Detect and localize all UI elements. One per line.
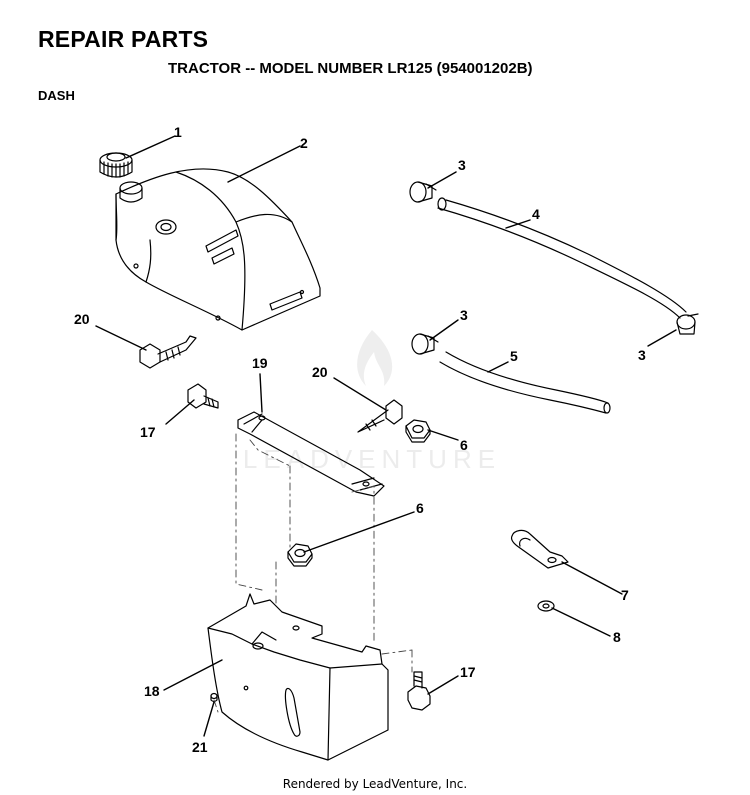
screw-icon xyxy=(139,335,197,369)
bolt-icon xyxy=(187,383,219,409)
hex-nut-icon xyxy=(287,543,313,567)
dash-panel-icon xyxy=(115,168,321,331)
bolt-icon xyxy=(407,671,431,711)
hose-clamp-icon xyxy=(676,313,699,335)
callout-3: 3 xyxy=(460,307,468,323)
callout-18: 18 xyxy=(144,683,160,699)
callout-17: 17 xyxy=(460,664,476,680)
callout-2: 2 xyxy=(300,135,308,151)
callout-8: 8 xyxy=(613,629,621,645)
fuel-cap-icon xyxy=(99,152,133,178)
fuel-hose-icon xyxy=(439,351,611,414)
callout-20: 20 xyxy=(74,311,90,327)
callout-20: 20 xyxy=(312,364,328,380)
callout-3: 3 xyxy=(458,157,466,173)
callout-19: 19 xyxy=(252,355,268,371)
callout-5: 5 xyxy=(510,348,518,364)
lower-dash-panel-icon xyxy=(207,593,389,761)
fuel-hose-icon xyxy=(437,197,687,319)
model-subtitle: TRACTOR -- MODEL NUMBER LR125 (954001202… xyxy=(168,60,533,77)
footer-credit: Rendered by LeadVenture, Inc. xyxy=(282,777,468,791)
hex-nut-icon xyxy=(405,419,431,443)
callouts: 1 2 3 4 3 5 3 6 6 7 8 17 17 18 19 20 20 … xyxy=(74,124,646,755)
callout-7: 7 xyxy=(621,587,629,603)
screw-icon xyxy=(357,399,403,433)
watermark-flame-icon xyxy=(357,330,393,386)
leader-lines xyxy=(95,135,677,737)
callout-21: 21 xyxy=(192,739,208,755)
callout-4: 4 xyxy=(532,206,540,222)
watermark-text: LEADVENTURE xyxy=(243,444,501,474)
watermark: LEADVENTURE xyxy=(243,330,501,474)
callout-6: 6 xyxy=(416,500,424,516)
callout-17: 17 xyxy=(140,424,156,440)
washer-icon xyxy=(537,600,555,612)
callout-1: 1 xyxy=(174,124,182,140)
clip-bracket-icon xyxy=(510,529,569,569)
callout-3: 3 xyxy=(638,347,646,363)
hose-clamp-icon xyxy=(411,333,439,355)
hose-clamp-icon xyxy=(409,181,437,203)
page-title: REPAIR PARTS xyxy=(38,26,209,52)
section-label: DASH xyxy=(38,88,75,103)
callout-6: 6 xyxy=(460,437,468,453)
assembly-phantom-lines xyxy=(213,433,413,713)
